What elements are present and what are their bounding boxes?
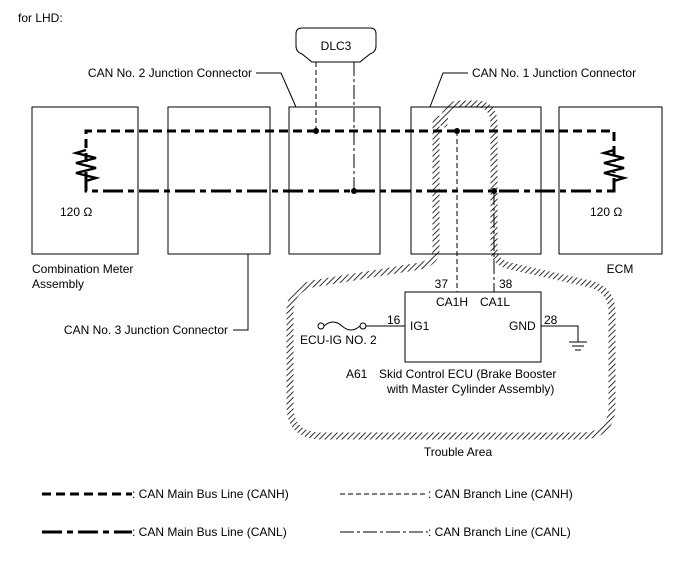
combination-meter-box [31,106,139,255]
junction-no3-leader [233,254,249,331]
junction-no1-leader [429,72,468,108]
ground-icon [569,341,587,351]
variant-label: for LHD: [18,11,63,25]
junction-no2-label: CAN No. 2 Junction Connector [88,66,252,80]
pin-canl-name: CA1L [480,295,510,309]
meter-resistor-value: 120 Ω [60,205,92,219]
splice-point [491,188,497,194]
fuse-icon [317,321,367,331]
ecm-resistor-icon [599,148,629,183]
pin-37-number: 37 [435,277,449,291]
pin-canh-name: CA1H [436,295,468,309]
junction-no2-box [288,106,381,255]
pin-28-number: 28 [544,313,558,327]
skid-ecu-box [404,291,542,363]
skid-ecu-code: A61 [346,367,368,381]
skid-ecu-label: Skid Control ECU (Brake Booster [379,367,556,381]
pin-16-number: 16 [387,313,401,327]
splice-point [313,128,319,134]
can-main-bus-canl [84,172,616,193]
junction-no3-label: CAN No. 3 Junction Connector [64,323,228,337]
pin-ig1-name: IG1 [410,319,430,333]
trouble-area-label: Trouble Area [424,445,493,459]
splice-point [351,188,357,194]
trouble-area-outline [286,100,616,440]
junction-no1-box [410,106,542,255]
junction-no1-label: CAN No. 1 Junction Connector [472,66,636,80]
gnd-wire [541,325,579,342]
ecm-resistor-value: 120 Ω [590,205,622,219]
dlc3-connector [295,27,377,63]
combination-meter-label-2: Assembly [32,277,84,291]
fuse-label: ECU-IG NO. 2 [300,333,377,347]
combination-meter-label: Combination Meter [32,262,133,276]
junction-no2-leader [256,72,297,108]
junction-no3-box [167,106,271,255]
meter-resistor-icon [71,148,101,183]
legend-branch-canh: : CAN Branch Line (CANH) [428,487,573,501]
dlc3-label: DLC3 [321,39,352,53]
splice-point [454,128,460,134]
ecm-label: ECM [607,262,634,276]
pin-gnd-name: GND [509,319,536,333]
skid-ecu-label-2: with Master Cylinder Assembly) [386,382,554,396]
legend-branch-canl: : CAN Branch Line (CANL) [428,525,571,539]
ecm-box [558,106,663,255]
pin-38-number: 38 [499,277,513,291]
legend-main-canh: : CAN Main Bus Line (CANH) [132,487,289,501]
legend-main-canl: : CAN Main Bus Line (CANL) [132,525,287,539]
can-main-bus-canh [84,129,616,162]
